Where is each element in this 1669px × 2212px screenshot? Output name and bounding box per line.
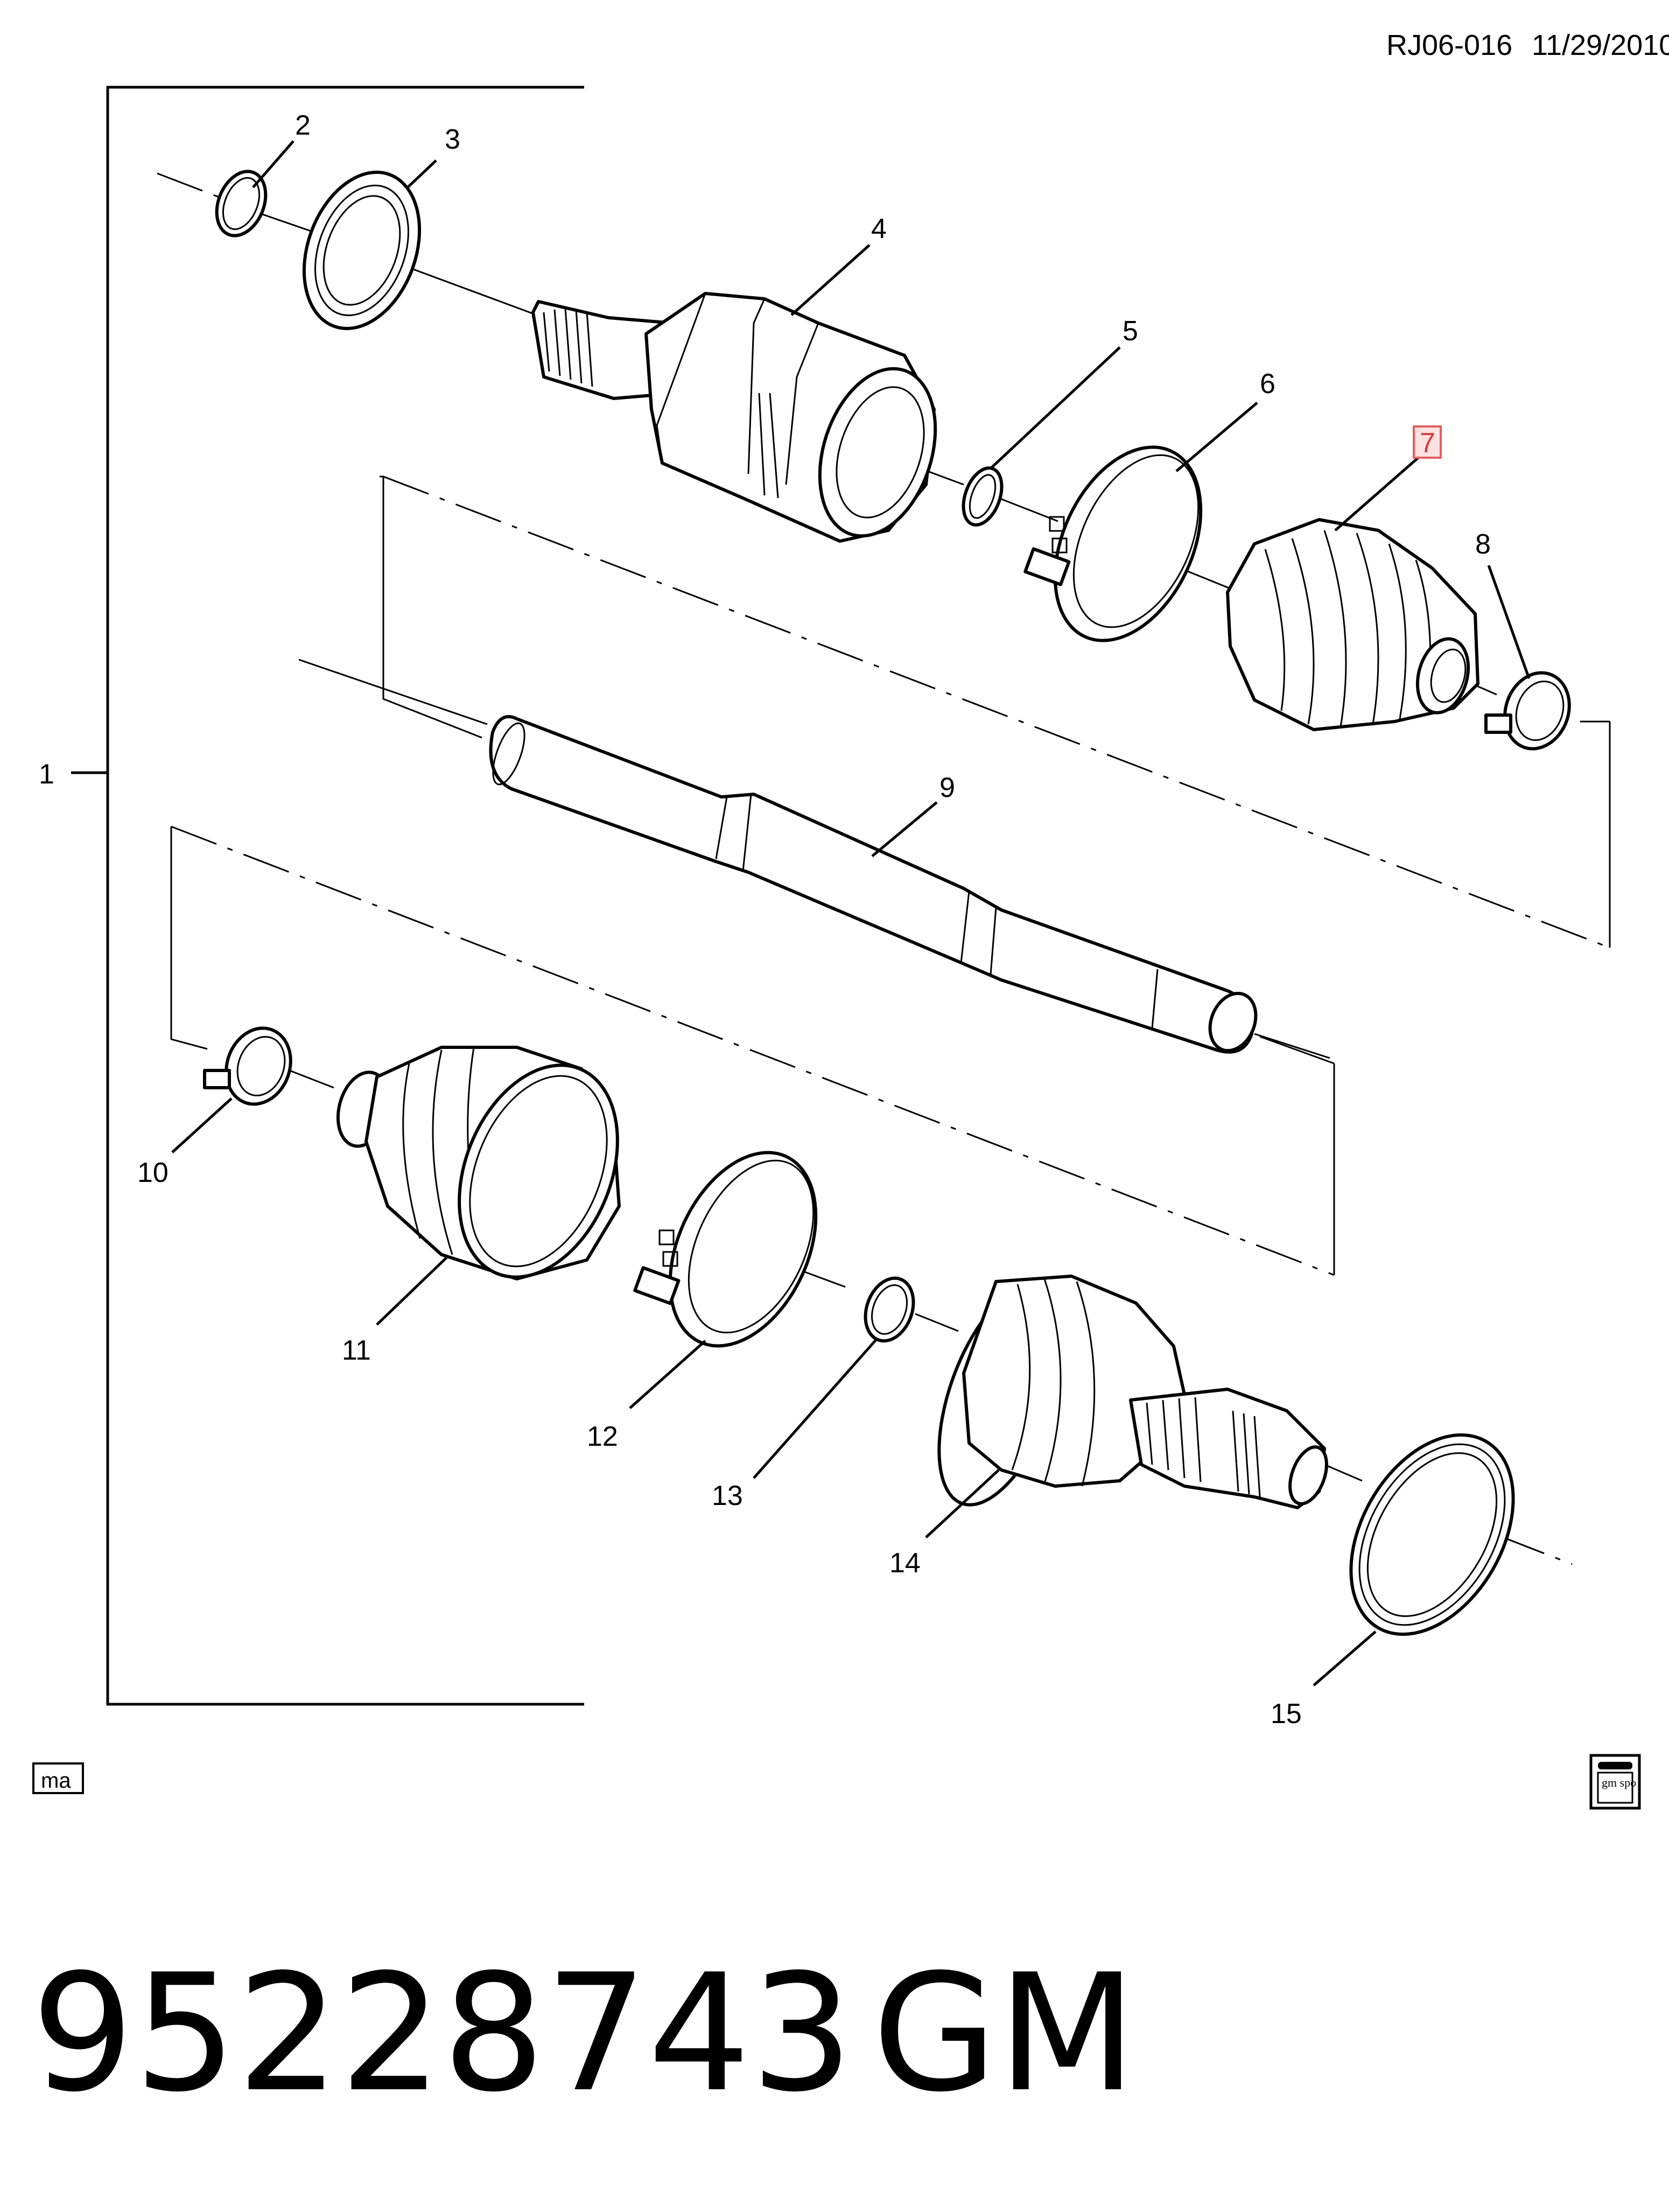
callout-14: 14 [889, 1548, 921, 1579]
callout-13: 13 [712, 1480, 743, 1511]
part-8-small-clamp [1484, 671, 1571, 751]
callout-2: 2 [295, 110, 311, 141]
part-9-shaft [298, 659, 1330, 1059]
part-4-inner-joint-housing [531, 292, 937, 543]
callout-5: 5 [1123, 316, 1138, 347]
part-5-retaining-ring [962, 466, 1004, 527]
callout-10: 10 [137, 1157, 169, 1188]
part-14-outer-joint [937, 1275, 1328, 1509]
callout-6: 6 [1260, 368, 1275, 400]
callout-15: 15 [1271, 1698, 1302, 1730]
callout-8: 8 [1475, 529, 1491, 560]
gm-spo-logo-icon: gm spo [1589, 1754, 1641, 1810]
ma-badge-label: ma [41, 1769, 71, 1793]
diagram-ref: RJ06-016 [1386, 29, 1512, 61]
leader-lines [171, 140, 1531, 1686]
lower-group-frame [170, 825, 1335, 1276]
callout-1: 1 [39, 759, 54, 790]
gm-spo-logo-text: gm spo [1602, 1776, 1636, 1789]
callout-4: 4 [871, 213, 887, 244]
callout-7-highlight [1413, 425, 1442, 459]
part-7-boot [1226, 518, 1479, 731]
part-15-seal [1349, 1433, 1515, 1636]
upper-group-frame [380, 475, 1611, 949]
part-6-large-clamp [1023, 445, 1203, 642]
callout-9: 9 [939, 772, 955, 803]
part-3-seal [302, 170, 422, 331]
footer-brand: GM [872, 1940, 1137, 2127]
diagram-date: 11/29/2010 [1532, 29, 1669, 61]
footer-part-number: 95228743 [31, 1940, 853, 2127]
callout-12: 12 [587, 1421, 618, 1452]
callout-7: 7 [1420, 428, 1435, 459]
part-13-retaining-ring [864, 1276, 915, 1343]
callout-11: 11 [342, 1335, 371, 1366]
callout-3: 3 [445, 124, 460, 155]
assembly-bracket [71, 86, 584, 1706]
part-10-small-clamp [203, 1026, 292, 1106]
part-12-large-clamp [633, 1151, 818, 1348]
ma-badge [32, 1762, 84, 1794]
part-11-boot [336, 1046, 621, 1280]
